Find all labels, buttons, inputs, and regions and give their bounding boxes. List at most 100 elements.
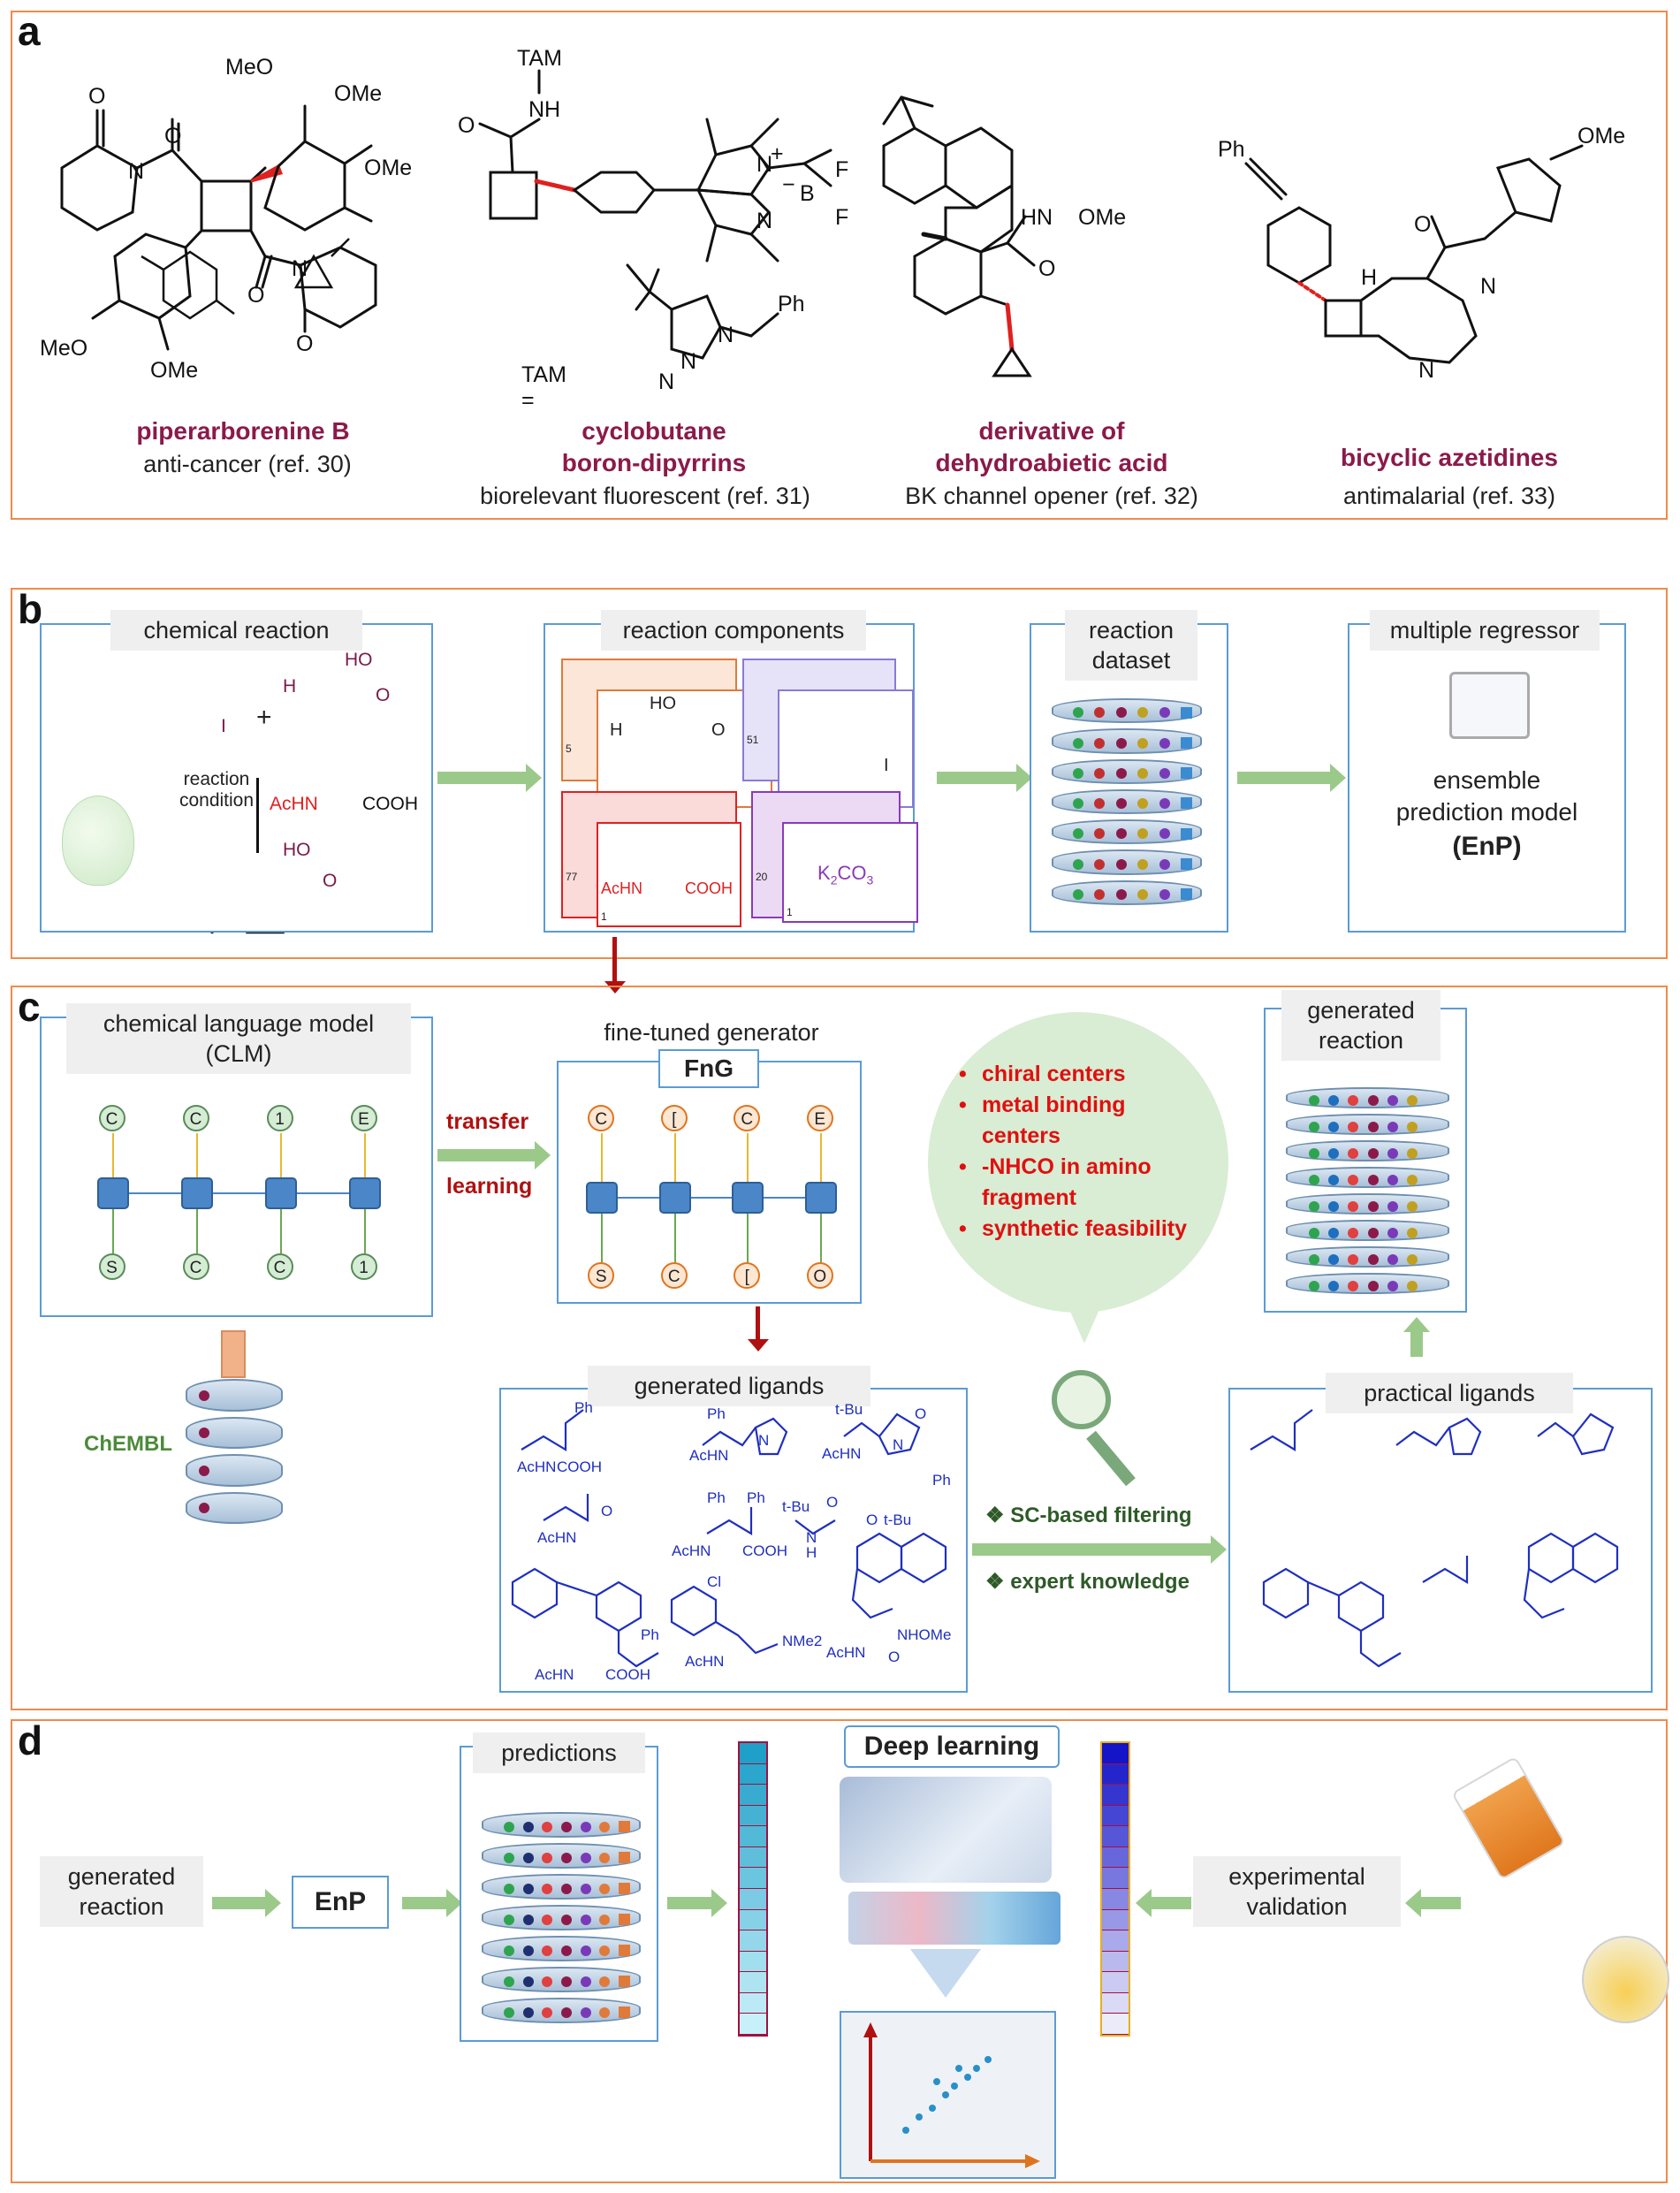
- data-dot: [1367, 1148, 1379, 1159]
- data-dot: [199, 1428, 210, 1439]
- vector-cell: [740, 1889, 766, 1910]
- data-dot: [1115, 828, 1127, 840]
- card-acid-label-o: O: [711, 720, 726, 740]
- data-dot: [1115, 889, 1127, 900]
- reaction-components-title: reaction components: [601, 610, 866, 651]
- data-dot: [1094, 828, 1106, 840]
- bubble-tail: [1065, 1299, 1104, 1344]
- atom-label: N: [718, 323, 734, 347]
- data-dot: [561, 1821, 572, 1832]
- ligand-label: AcHN: [685, 1653, 724, 1670]
- data-dot: [199, 1465, 210, 1476]
- data-dot: [504, 1976, 515, 1987]
- cp-acid-ring: [293, 254, 334, 289]
- atom-label: O: [458, 113, 475, 138]
- rnn-link: [296, 1192, 349, 1194]
- reaction-arrow: [256, 778, 259, 853]
- atom-label: N: [1418, 358, 1435, 383]
- data-square: [1181, 767, 1193, 780]
- atom-label: O: [323, 871, 338, 891]
- vector-cell: [740, 1909, 766, 1931]
- data-dot: [1367, 1281, 1379, 1291]
- atom-label: −: [782, 172, 795, 197]
- data-dot: [1159, 889, 1170, 900]
- panel-a: [11, 11, 1668, 520]
- card-amino-achn: AcHN: [601, 879, 643, 897]
- arrow-d3-head: [711, 1889, 727, 1917]
- arrow-b1: [437, 772, 526, 784]
- data-dot: [542, 1821, 553, 1832]
- atom-label: H: [283, 676, 297, 697]
- data-dot: [1308, 1095, 1319, 1106]
- data-dot: [1348, 1175, 1359, 1185]
- rnn-cell: [732, 1182, 764, 1214]
- arrow-fng-down: [756, 1306, 760, 1342]
- token-node: C: [182, 1253, 209, 1280]
- data-dot: [1328, 1201, 1340, 1212]
- ligand-label: t-Bu: [782, 1498, 810, 1515]
- data-dot: [561, 1976, 572, 1987]
- ligand-label: O: [915, 1405, 926, 1422]
- data-dot: [580, 1883, 591, 1894]
- scatter-point: [942, 2091, 949, 2098]
- learning-word: learning: [446, 1174, 533, 1199]
- data-dot: [599, 1945, 611, 1956]
- data-dot: [1367, 1122, 1379, 1132]
- data-dot: [561, 1945, 572, 1956]
- atom-label: TAM =: [521, 362, 566, 413]
- data-square: [1181, 736, 1193, 749]
- atom-label: HN: [1021, 205, 1053, 230]
- data-dot: [542, 1852, 553, 1863]
- data-dot: [1094, 858, 1106, 870]
- rnn-link: [195, 1209, 198, 1253]
- data-square: [1181, 888, 1193, 901]
- compound-desc-3: BK channel opener (ref. 32): [905, 483, 1198, 509]
- vector-cell: [1102, 1868, 1129, 1889]
- atom-label: COOH: [362, 794, 418, 814]
- round-flask-icon: [1582, 1936, 1669, 2023]
- rnn-link: [363, 1209, 366, 1253]
- vector-cell: [1102, 1930, 1129, 1952]
- data-dot: [1348, 1201, 1359, 1212]
- atom-label: O: [296, 331, 314, 356]
- card-acid-count: 5: [566, 742, 572, 755]
- data-dot: [504, 1883, 515, 1894]
- arrow-d3: [667, 1897, 711, 1909]
- data-square: [1181, 706, 1193, 719]
- atom-label: O: [247, 283, 265, 308]
- data-dot: [1406, 1122, 1418, 1132]
- scatter-point: [933, 2078, 940, 2085]
- ligand-label: Cl: [707, 1573, 721, 1590]
- cyclobutane-2: [489, 171, 538, 220]
- arrow-d4-head: [1136, 1889, 1152, 1917]
- card-base-label: K2CO3: [817, 862, 874, 887]
- arrow-b3-head: [1330, 764, 1346, 792]
- card-amino: [597, 822, 741, 927]
- data-dot: [1159, 798, 1170, 810]
- data-dot: [1348, 1281, 1359, 1291]
- vector-cell: [740, 1805, 766, 1827]
- data-dot: [1387, 1228, 1398, 1238]
- criterion-item: •metal binding centers: [959, 1093, 1126, 1148]
- data-dot: [1072, 798, 1083, 810]
- arrow-d1: [212, 1897, 265, 1909]
- token-node: O: [806, 1262, 833, 1289]
- card-base: [782, 822, 918, 923]
- ligand-label: AcHN: [672, 1542, 711, 1559]
- cyclobutane-core: [200, 179, 253, 232]
- data-dot: [561, 2006, 572, 2018]
- card-iodide-label: I: [884, 756, 889, 775]
- criterion-item: •-NHCO in amino fragment: [959, 1154, 1152, 1210]
- reaction-condition: reaction condition: [179, 769, 255, 811]
- ligand-label: COOH: [557, 1458, 602, 1475]
- arrow-up-c: [1410, 1330, 1423, 1357]
- vector-cell: [740, 1868, 766, 1889]
- data-dot: [1406, 1095, 1418, 1106]
- rnn-link: [764, 1197, 805, 1199]
- ligand-label: Ph: [574, 1399, 593, 1416]
- data-square: [1181, 858, 1193, 871]
- data-dot: [1387, 1281, 1398, 1291]
- token-node: C: [266, 1253, 293, 1280]
